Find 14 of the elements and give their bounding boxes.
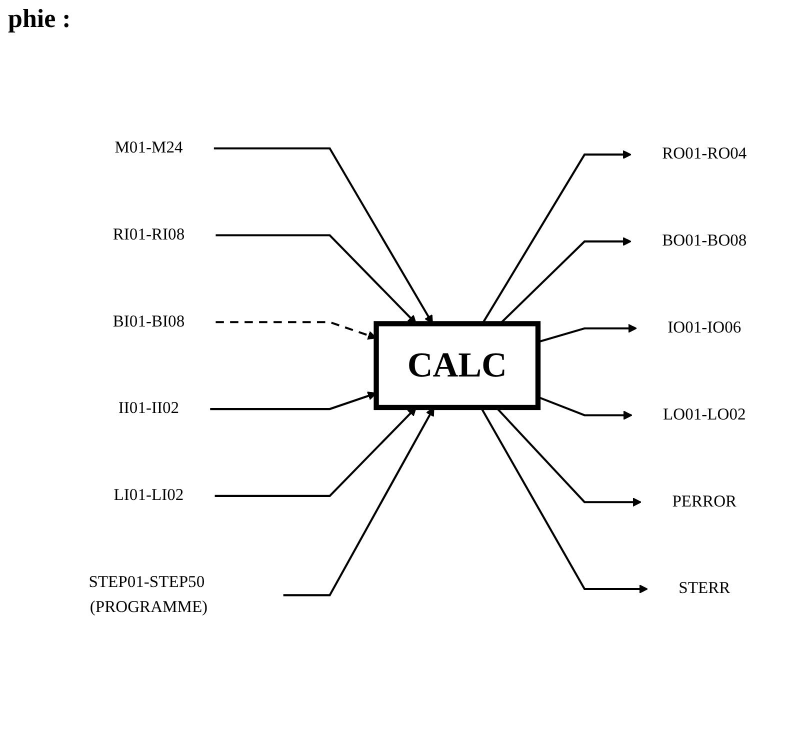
node-text: BI01-BI08 [112, 312, 185, 330]
node-text: LO01-LO02 [663, 406, 746, 424]
node-text: M01-M24 [114, 139, 183, 157]
node-text: RI01-RI08 [112, 226, 185, 244]
node-text: BO01-BO08 [662, 232, 747, 250]
node-text: IO01-IO06 [668, 319, 742, 337]
node-box: CALC [374, 321, 541, 410]
node-text: RO01-RO04 [662, 145, 747, 163]
node-text: STERR [678, 580, 730, 598]
node-text: LI01-LI02 [114, 486, 184, 504]
diagram-title: phie : [7, 3, 72, 35]
node-text: STEP01-STEP50 (PROGRAMME) [88, 573, 208, 616]
node-text: PERROR [672, 492, 737, 510]
node-text: II01-II02 [118, 400, 180, 418]
